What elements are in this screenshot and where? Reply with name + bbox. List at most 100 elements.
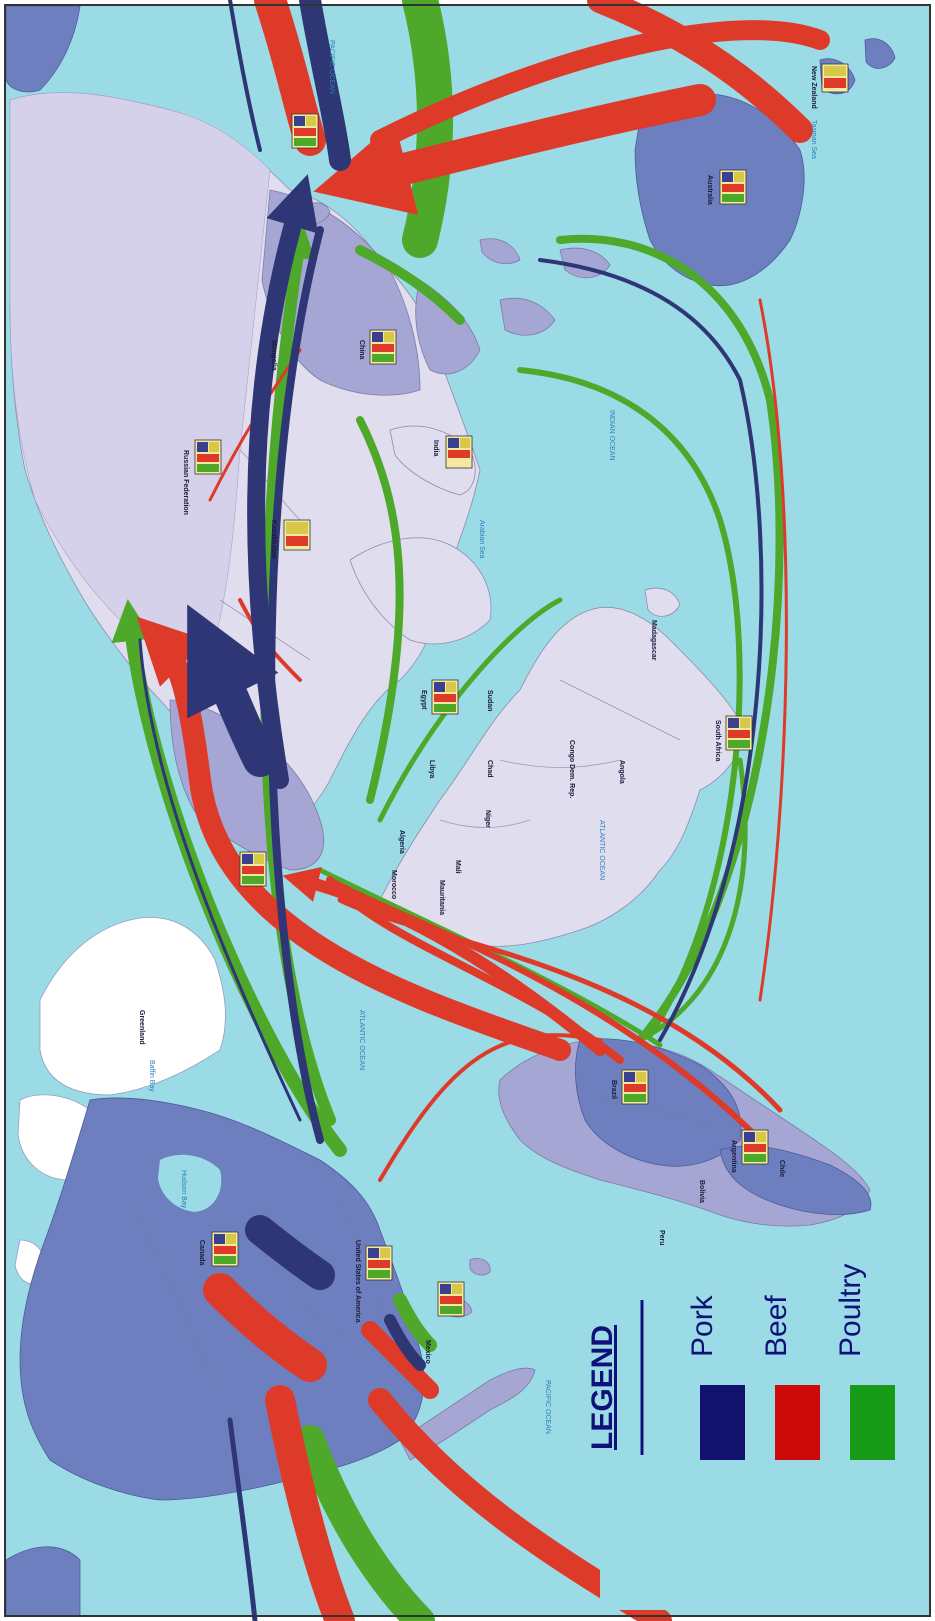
pork-flow-eu-russia <box>187 604 279 777</box>
label-bolivia: Bolivia <box>698 1180 705 1203</box>
madagascar-landmass <box>644 587 681 617</box>
country-box-usa <box>365 1245 393 1281</box>
indonesia-islands <box>479 238 611 336</box>
pork-flow-pacific-top <box>299 0 351 171</box>
poultry-flow-usa-russia <box>111 599 347 1157</box>
label-dr-congo: Congo Dem. Rep. <box>568 740 575 798</box>
country-borders <box>129 449 721 1381</box>
legend: LEGEND Pork Beef Poultry <box>586 1260 915 1610</box>
label-morocco: Morocco <box>390 870 397 899</box>
label-argentina: Argentina <box>730 1140 737 1173</box>
middle-east-landmass <box>349 537 492 645</box>
ocean-labels: PACIFIC OCEAN PACIFIC OCEAN ATLANTIC OCE… <box>148 40 817 1434</box>
label-peru: Peru <box>658 1230 665 1246</box>
legend-label-poultry: Poultry <box>834 1264 867 1357</box>
label-baffin-bay: Baffin Bay <box>148 1060 155 1092</box>
beef-flow-argentina-europe <box>327 877 763 1143</box>
legend-label-beef: Beef <box>760 1295 793 1357</box>
beef-flow-brazil-mideast <box>326 876 624 1064</box>
label-mali: Mali <box>454 860 461 874</box>
label-atlantic-north: ATLANTIC OCEAN <box>358 1010 365 1070</box>
country-box-japan <box>291 113 319 149</box>
label-indian-ocean: INDIAN OCEAN <box>608 410 615 461</box>
label-russia: Russian Federation <box>182 450 189 515</box>
country-box-canada <box>211 1231 239 1267</box>
label-china: China <box>358 340 365 360</box>
beef-flow-usa-mexico <box>361 1321 439 1399</box>
country-box-south-africa <box>725 715 753 751</box>
pork-flow-brazil-asia <box>538 258 764 1042</box>
beef-flow-pacific-top-2 <box>587 0 813 143</box>
label-new-zealand: New Zealand <box>810 66 817 109</box>
russia-landmass <box>9 92 271 649</box>
label-sudan: Sudan <box>486 690 493 711</box>
country-box-new-zealand <box>821 63 849 93</box>
pork-flow-pacific-thin-1 <box>228 0 262 152</box>
label-hudson-bay: Hudson Bay <box>180 1170 187 1209</box>
beef-flow-australia-asia <box>313 84 716 215</box>
label-australia: Australia <box>706 175 713 205</box>
poultry-flow-brazil-mideast <box>517 367 743 1038</box>
country-box-india <box>445 435 473 469</box>
country-box-egypt <box>431 679 459 715</box>
poultry-flow-eu-mideast <box>377 597 563 823</box>
legend-swatch-beef <box>775 1385 820 1460</box>
label-brazil: Brazil <box>610 1080 617 1099</box>
pork-flow-usa-russia-thin <box>138 638 302 1122</box>
label-usa: United States of America <box>354 1240 361 1323</box>
alaska-fragment-bottom <box>5 1546 81 1617</box>
country-box-australia <box>719 169 747 205</box>
legend-swatch-poultry <box>850 1385 895 1460</box>
greenland-landmass <box>39 917 226 1096</box>
label-chile: Chile <box>778 1160 785 1177</box>
country-box-mexico <box>437 1281 465 1317</box>
poultry-flow-asia-se <box>355 245 465 325</box>
poultry-flow-eu-asia <box>356 416 404 804</box>
country-box-brazil <box>621 1069 649 1105</box>
beef-flow-argentina-russia <box>337 897 783 1113</box>
label-angola: Angola <box>618 760 625 784</box>
label-greenland: Greenland <box>138 1010 145 1045</box>
pork-flow-usa-asia <box>267 226 324 1144</box>
legend-label-pork: Pork <box>686 1294 719 1357</box>
map-labels: Greenland Canada United States of Americ… <box>138 66 817 1364</box>
label-mexico: Mexico <box>424 1340 431 1364</box>
label-madagascar: Madagascar <box>650 620 657 661</box>
label-arabian-sea: Arabian Sea <box>478 520 485 559</box>
label-mongolia: Mongolia <box>270 340 277 371</box>
hudson-bay-water <box>158 1154 222 1212</box>
brazil-landmass <box>575 1038 742 1167</box>
beef-flow-canada-usa <box>203 1273 327 1382</box>
alaska-fragment <box>5 5 81 93</box>
label-chad: Chad <box>486 760 493 778</box>
label-south-africa: South Africa <box>714 720 721 761</box>
label-canada: Canada <box>198 1240 205 1265</box>
country-box-europe <box>239 851 267 887</box>
label-algeria: Algeria <box>398 830 405 854</box>
beef-flow-australia-usa-bottom <box>758 298 788 1002</box>
beef-flow-nz-asia <box>370 20 830 150</box>
label-egypt: Egypt <box>420 690 427 710</box>
map-border <box>4 4 931 1617</box>
label-kazakhstan: Kazakhstan <box>270 520 277 559</box>
beef-flow-pacific-bottom-1 <box>265 1385 355 1621</box>
label-pacific-ocean-top: PACIFIC OCEAN <box>328 40 335 94</box>
country-box-russia <box>194 439 222 475</box>
pork-flow-pacific-bottom <box>227 1417 258 1621</box>
label-tasman-sea: Tasman Sea <box>810 120 817 159</box>
country-box-china <box>369 329 397 365</box>
country-box-argentina <box>741 1129 769 1165</box>
label-atlantic-south: ATLANTIC OCEAN <box>598 820 605 880</box>
country-info-boxes <box>194 63 849 1317</box>
label-india: India <box>432 440 439 456</box>
poultry-flow-pacific-bottom <box>295 1425 435 1621</box>
australia-landmass <box>634 93 805 287</box>
poultry-flow-usa-mexico <box>393 1293 437 1352</box>
label-pacific-ocean-bottom: PACIFIC OCEAN <box>544 1380 551 1434</box>
country-box-kazakhstan <box>283 519 311 551</box>
label-niger: Niger <box>484 810 491 828</box>
central-america-landmass <box>399 1367 536 1461</box>
legend-swatch-pork <box>700 1385 745 1460</box>
